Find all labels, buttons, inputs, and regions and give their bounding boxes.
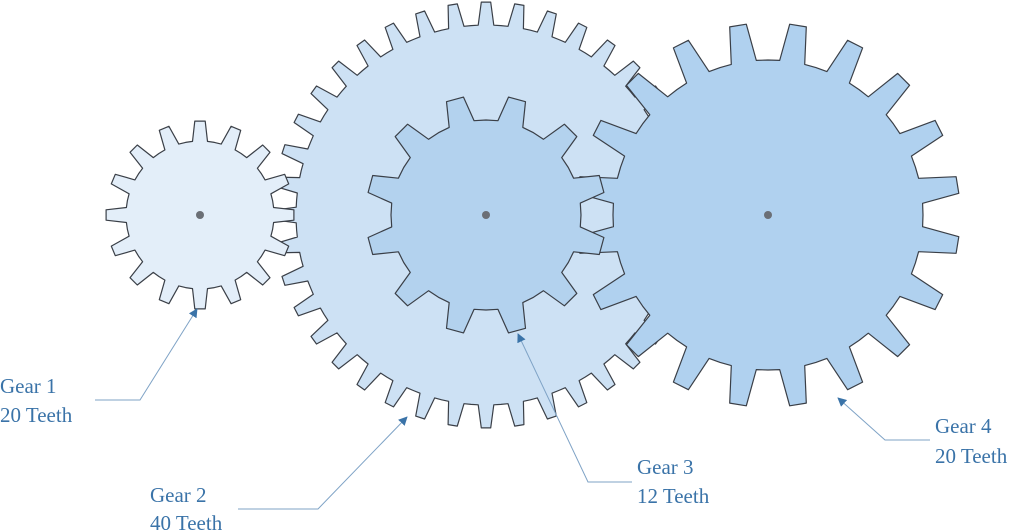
- gear-4-name-label: Gear 4: [935, 414, 992, 438]
- gear-3-hub: [482, 211, 490, 219]
- gear-3-name-label: Gear 3: [637, 455, 694, 479]
- gear-4-hub: [764, 211, 772, 219]
- gear-2-teeth-label: 40 Teeth: [150, 511, 223, 532]
- gear-2-leader: [238, 416, 408, 510]
- gear-3-leader: [517, 333, 632, 483]
- gear-3-teeth-label: 12 Teeth: [637, 484, 710, 508]
- gear-1-hub: [196, 211, 204, 219]
- gear-1-name-label: Gear 1: [0, 374, 57, 398]
- gear-1-leader: [95, 308, 198, 401]
- gear-4-teeth-label: 20 Teeth: [935, 444, 1008, 468]
- gear-1-teeth-label: 20 Teeth: [0, 403, 73, 427]
- gear-4-leader: [837, 397, 930, 441]
- gear-2-name-label: Gear 2: [150, 483, 207, 507]
